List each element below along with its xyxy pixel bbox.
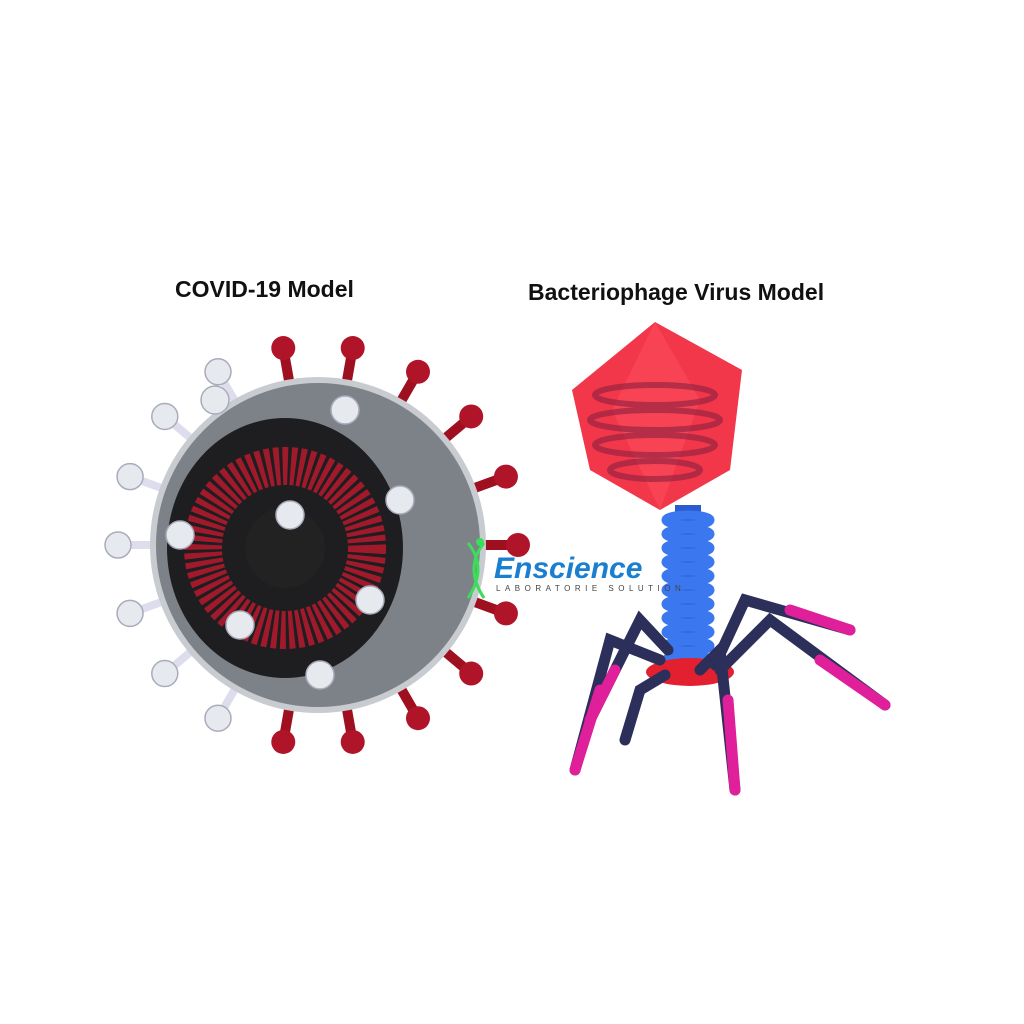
tail-fiber	[619, 669, 671, 746]
clear-spike	[104, 531, 132, 559]
covid-model-image	[104, 336, 530, 754]
clear-spike	[355, 585, 385, 615]
spike-protein	[271, 336, 296, 361]
tail-fiber-tip	[814, 654, 891, 711]
clear-spike	[330, 395, 360, 425]
tail-fiber-tip	[784, 604, 856, 636]
brand-name: Enscience	[494, 552, 643, 585]
spike-protein	[406, 359, 430, 384]
clear-spike	[116, 462, 144, 491]
covid-model-title: COVID-19 Model	[175, 276, 354, 302]
spike-protein	[271, 729, 296, 754]
bacteriophage-model-image	[569, 322, 891, 796]
dna-logo-icon	[466, 538, 486, 599]
clear-spike	[200, 385, 230, 415]
clear-spike	[225, 610, 255, 640]
spike-protein	[493, 601, 518, 626]
tail-fiber-tip	[584, 664, 621, 726]
clear-spike	[165, 520, 195, 550]
spike-protein	[506, 533, 530, 557]
phage-model-title: Bacteriophage Virus Model	[528, 279, 825, 305]
clear-spike	[151, 402, 179, 431]
spike-protein	[459, 404, 484, 429]
clear-spike	[204, 704, 232, 732]
clear-spike	[275, 500, 305, 530]
clear-spike	[116, 599, 144, 628]
clear-spike	[305, 660, 335, 690]
spike-protein	[340, 336, 365, 361]
spike-protein	[406, 706, 430, 731]
tail-fiber-tip	[722, 694, 741, 796]
clear-spike	[151, 659, 179, 688]
spike-protein	[459, 661, 484, 686]
spike-protein	[340, 729, 365, 754]
clear-spike	[204, 358, 232, 386]
spike-protein	[493, 464, 518, 489]
clear-spike	[385, 485, 415, 515]
brand-tagline: LABORATORIE SOLUTION	[496, 584, 686, 593]
